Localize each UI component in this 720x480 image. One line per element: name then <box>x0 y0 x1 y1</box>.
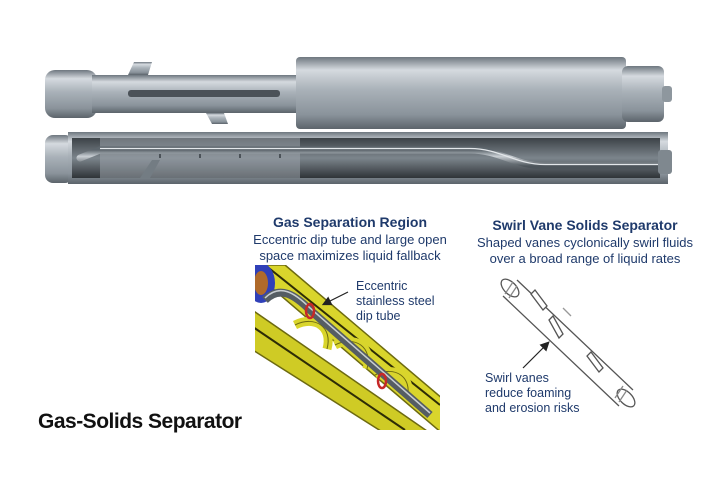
swirl-vane-3 <box>586 351 604 373</box>
cutaway-separator-view <box>45 132 672 184</box>
swirl-region-title: Swirl Vane Solids Separator <box>492 217 678 233</box>
cutaway-shell-lower <box>255 311 427 430</box>
gas-region-title: Gas Separation Region <box>272 214 428 230</box>
swirl-vane-callout-line-1: Swirl vanes <box>485 371 549 385</box>
gas-region-description-line-1: Eccentric dip tube and large open <box>253 232 447 247</box>
figure-main-title: Gas-Solids Separator <box>38 410 242 433</box>
dip-tube-callout: Eccentric stainless steel dip tube <box>356 279 435 324</box>
dip-tube-callout-line-2: stainless steel <box>356 294 435 308</box>
dip-tube-callout-line-1: Eccentric <box>356 279 408 293</box>
swirl-vane-callout-line-3: and erosion risks <box>485 401 580 415</box>
swirl-vane-cut <box>140 160 160 178</box>
swirl-vane-callout: Swirl vanes reduce foaming and erosion r… <box>485 371 580 416</box>
gas-region-description-line-2: space maximizes liquid fallback <box>259 248 441 263</box>
swirl-vane-1 <box>530 289 548 311</box>
red-marker-2 <box>376 372 388 390</box>
cutaway-left-coupling <box>45 135 73 183</box>
tube-support-marks <box>159 154 281 158</box>
dip-tube-callout-line-3: dip tube <box>356 309 401 323</box>
upper-bracket <box>128 62 152 75</box>
eccentric-dip-tube-detail <box>262 288 433 419</box>
swirl-vane-line-drawing <box>500 278 636 408</box>
swirl-vane-2 <box>548 314 564 340</box>
swirl-vane-callout-line-2: reduce foaming <box>485 386 572 400</box>
swirl-pipe-bottom-end <box>616 388 636 408</box>
lower-bracket <box>206 113 228 124</box>
dip-tube <box>76 146 669 170</box>
left-end-coupling <box>45 70 97 118</box>
swirl-region-description-line-1: Shaped vanes cyclonically swirl fluids <box>476 235 694 250</box>
dip-tube-slot <box>128 90 280 97</box>
red-marker-1 <box>304 302 316 320</box>
exterior-separator-view <box>45 57 672 129</box>
swirl-region-description-line-2: over a broad range of liquid rates <box>489 251 681 266</box>
main-housing <box>296 57 626 129</box>
cutaway-end-plug <box>658 150 672 174</box>
dip-tube-highlight <box>100 147 660 166</box>
end-nipple <box>662 86 672 102</box>
end-cap <box>622 66 664 122</box>
separator-assembly-illustration <box>45 57 672 184</box>
